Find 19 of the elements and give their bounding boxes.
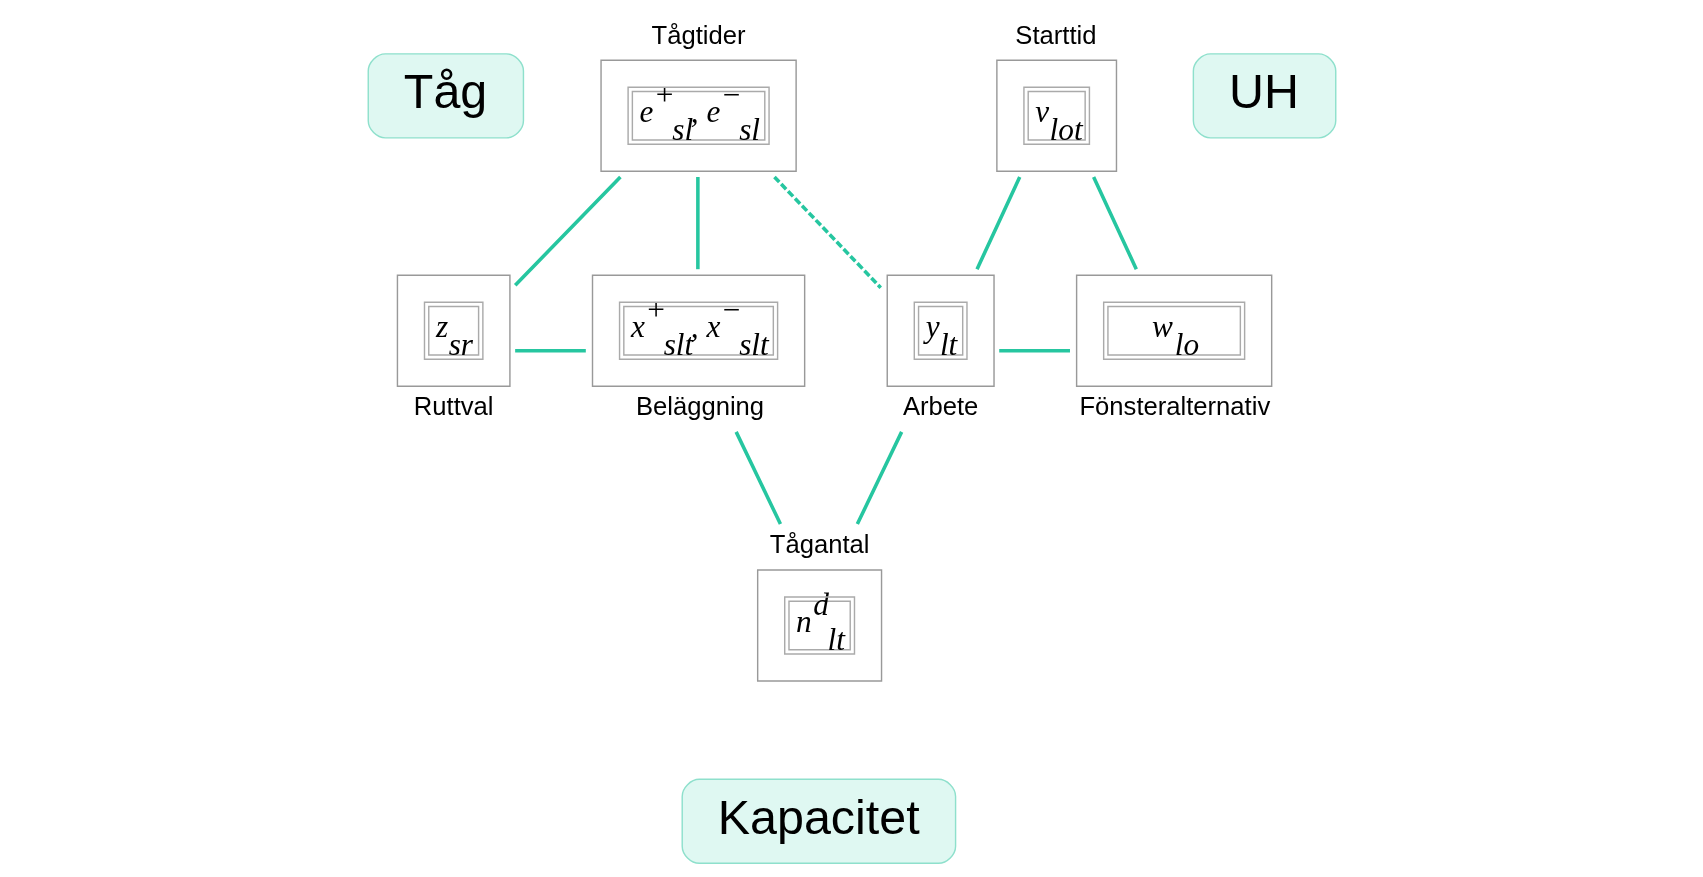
node-label: Tågantal: [769, 529, 869, 558]
node-box: UH: [1192, 52, 1336, 139]
node-label: Starttid: [1014, 20, 1097, 49]
node-label: Arbete: [902, 391, 978, 420]
connector: [695, 176, 700, 269]
connector: [514, 348, 586, 352]
connector: [1091, 175, 1138, 270]
connector: [513, 175, 622, 286]
node-box: Tåg: [367, 52, 524, 139]
node-label: Tågtider: [651, 20, 746, 49]
node-label: Ruttval: [413, 391, 494, 420]
connector: [855, 430, 903, 525]
node-label: Fönsteralternativ: [1078, 391, 1270, 420]
node-label: Beläggning: [635, 391, 764, 420]
connector: [998, 348, 1070, 352]
connector: [974, 175, 1021, 270]
connector: [734, 430, 782, 525]
node-box: Kapacitet: [681, 778, 956, 864]
connector: [772, 175, 882, 289]
